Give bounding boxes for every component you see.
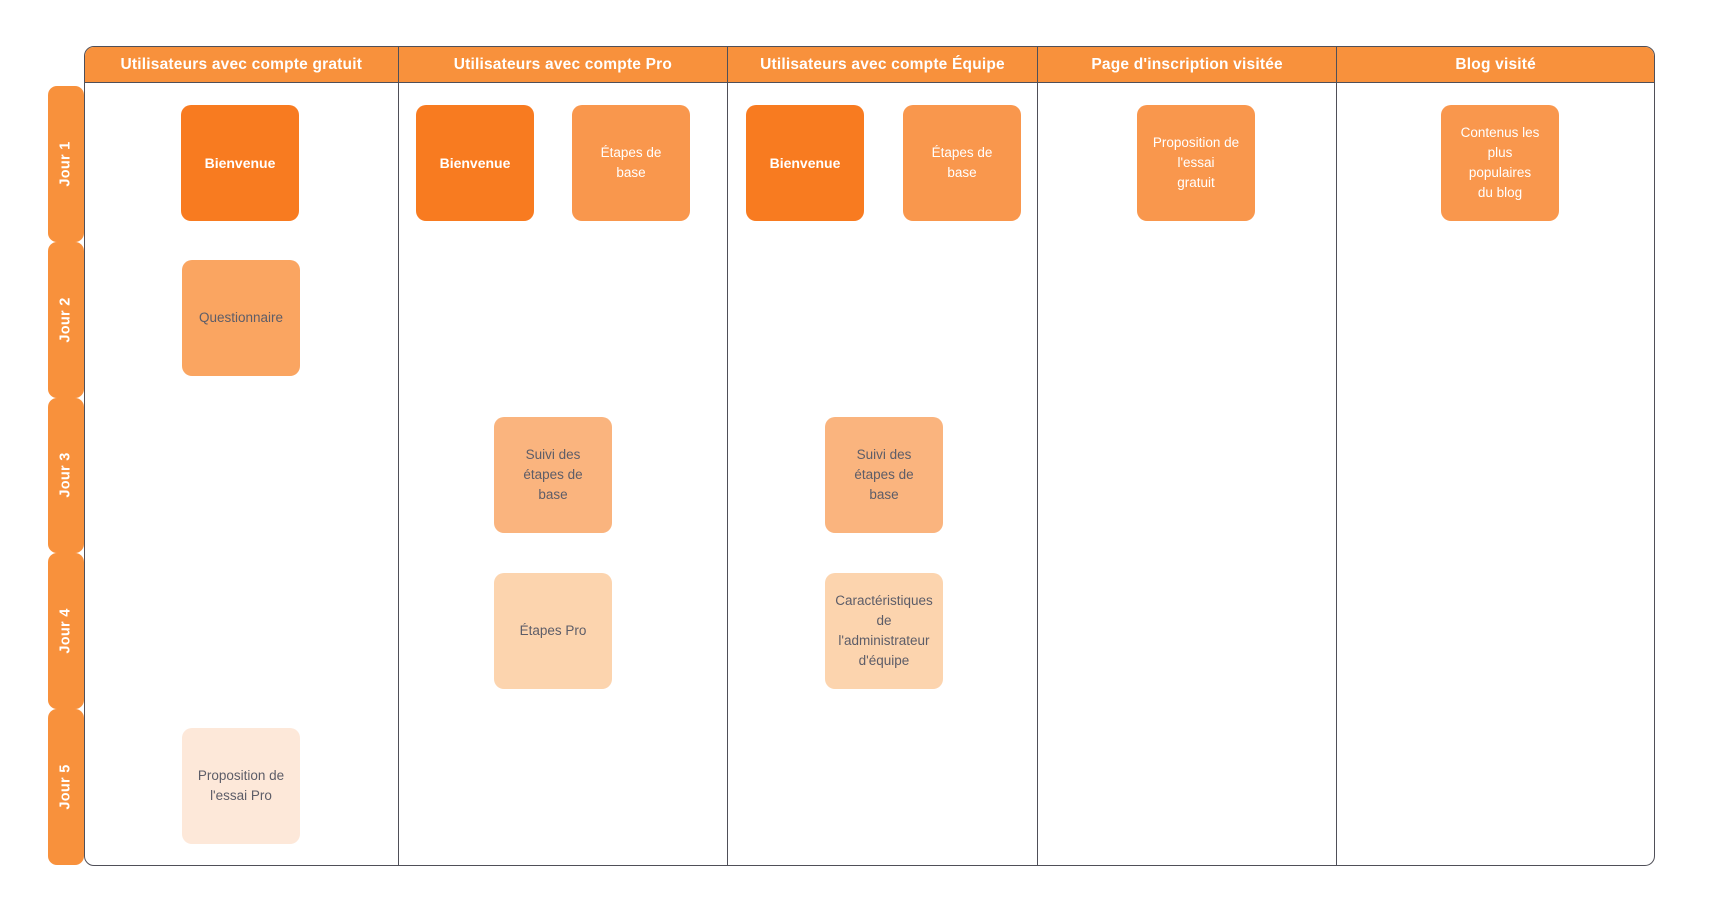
card-bienvenue-compte-pro[interactable]: Bienvenue bbox=[416, 105, 534, 221]
lane-header-row: Utilisateurs avec compte gratuit Utilisa… bbox=[85, 47, 1654, 83]
card-bienvenue-compte-equipe[interactable]: Bienvenue bbox=[746, 105, 864, 221]
day-sidebar: Jour 1 Jour 2 Jour 3 Jour 4 Jour 5 bbox=[48, 86, 84, 865]
day-segment-jour-4: Jour 4 bbox=[48, 553, 84, 710]
day-segment-jour-2: Jour 2 bbox=[48, 241, 84, 398]
card-suivi-etapes-compte-equipe[interactable]: Suivi des étapes de base bbox=[825, 417, 943, 533]
day-segment-jour-3: Jour 3 bbox=[48, 397, 84, 554]
day-segment-jour-5: Jour 5 bbox=[48, 709, 84, 865]
card-etapes-de-base-compte-equipe[interactable]: Étapes de base bbox=[903, 105, 1021, 221]
lane-column-compte-equipe bbox=[728, 83, 1038, 865]
lane-header-blog: Blog visité bbox=[1337, 47, 1654, 83]
card-etapes-pro[interactable]: Étapes Pro bbox=[494, 573, 612, 689]
lane-header-compte-equipe: Utilisateurs avec compte Équipe bbox=[728, 47, 1038, 83]
card-etapes-de-base-compte-pro[interactable]: Étapes de base bbox=[572, 105, 690, 221]
day-segment-jour-1: Jour 1 bbox=[48, 86, 84, 242]
card-bienvenue-compte-gratuit[interactable]: Bienvenue bbox=[181, 105, 299, 221]
day-label: Jour 5 bbox=[58, 764, 75, 810]
lane-header-compte-pro: Utilisateurs avec compte Pro bbox=[398, 47, 729, 83]
day-label: Jour 3 bbox=[58, 452, 75, 499]
day-label: Jour 1 bbox=[58, 141, 75, 187]
card-questionnaire[interactable]: Questionnaire bbox=[182, 260, 300, 376]
day-label: Jour 4 bbox=[58, 608, 75, 654]
lane-column-compte-gratuit bbox=[85, 83, 399, 865]
card-suivi-etapes-compte-pro[interactable]: Suivi des étapes de base bbox=[494, 417, 612, 533]
swimlane-table: Utilisateurs avec compte gratuit Utilisa… bbox=[84, 46, 1655, 866]
lane-column-inscription bbox=[1038, 83, 1338, 865]
card-proposition-essai-pro[interactable]: Proposition de l'essai Pro bbox=[182, 728, 300, 844]
card-caracteristiques-administrateur[interactable]: Caractéristiques de l'administrateur d'é… bbox=[825, 573, 943, 689]
day-label: Jour 2 bbox=[58, 297, 75, 343]
card-proposition-essai-gratuit[interactable]: Proposition de l'essai gratuit bbox=[1137, 105, 1255, 221]
lane-header-inscription: Page d'inscription visitée bbox=[1037, 47, 1338, 83]
card-contenus-populaires-blog[interactable]: Contenus les plus populaires du blog bbox=[1441, 105, 1559, 221]
lane-body bbox=[85, 83, 1654, 865]
lane-column-compte-pro bbox=[399, 83, 729, 865]
lane-header-compte-gratuit: Utilisateurs avec compte gratuit bbox=[85, 47, 399, 83]
